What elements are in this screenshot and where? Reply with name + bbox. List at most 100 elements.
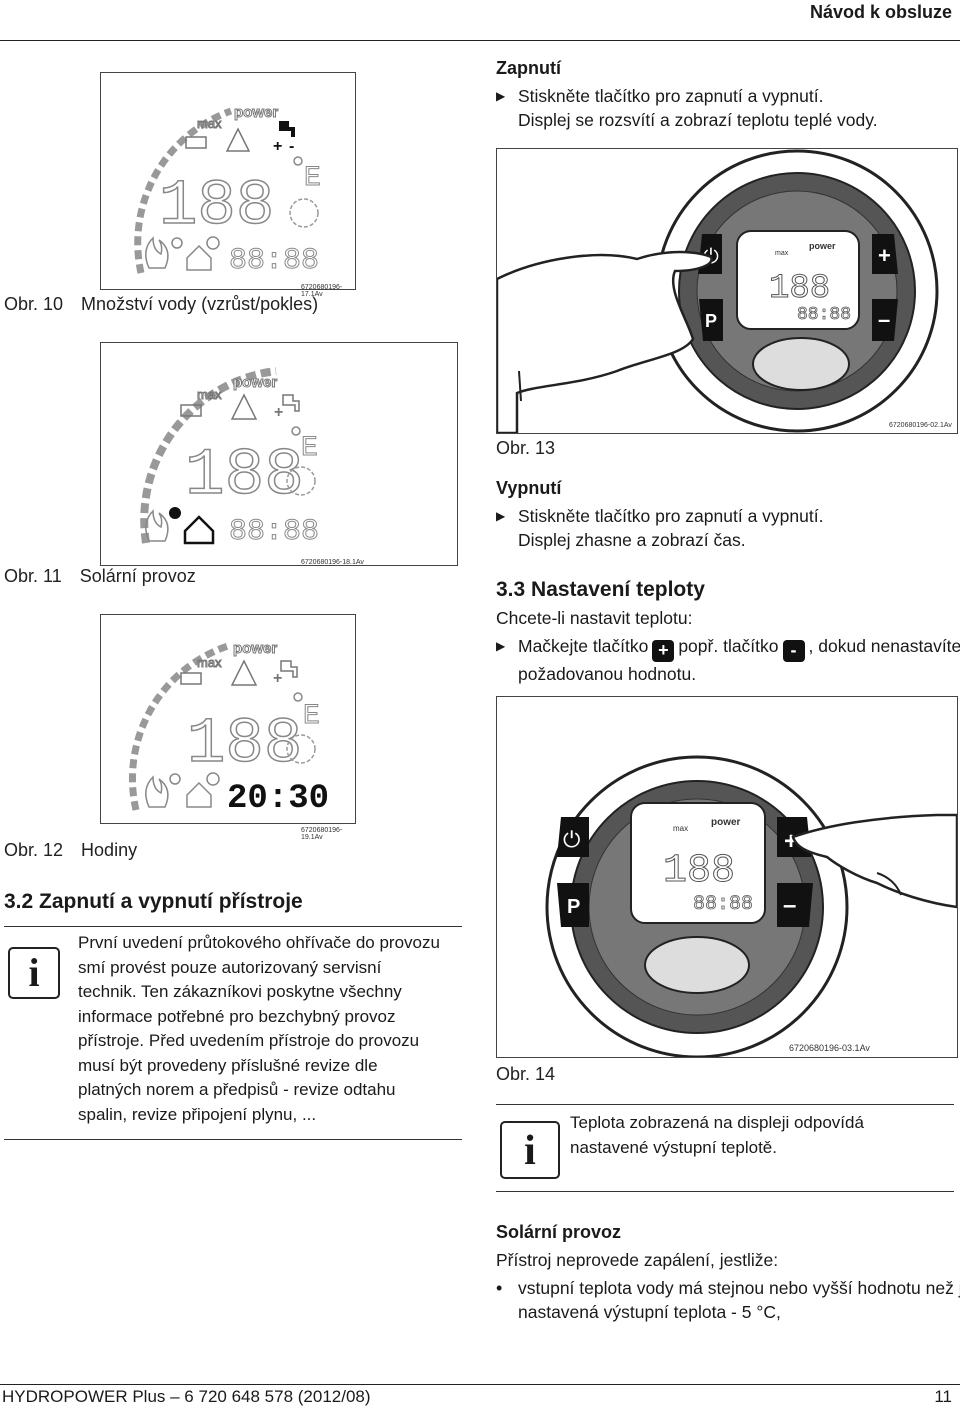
svg-text:188: 188: [769, 270, 830, 308]
svg-text:188: 188: [663, 849, 735, 894]
tap-icon: [282, 394, 300, 412]
step-text: Stiskněte tlačítko pro zapnutí a vypnutí…: [518, 86, 824, 106]
step-text: Mačkejte tlačítko+popř. tlačítko-, dokud…: [518, 636, 960, 662]
minus-key-icon: -: [782, 640, 805, 662]
solar-intro: Přístroj neprovede zapálení, jestliže:: [496, 1250, 779, 1270]
section-3-3-step: ▶ Mačkejte tlačítko+popř. tlačítko-, dok…: [496, 634, 960, 686]
lcd-main-digits: 188: [159, 171, 274, 243]
footer-document-id: HYDROPOWER Plus – 6 720 648 578 (2012/08…: [2, 1387, 371, 1406]
fan-icon: [289, 198, 319, 228]
minus-button[interactable]: [777, 883, 813, 927]
figure-label: Obr. 13: [496, 438, 556, 458]
svg-text:-: -: [289, 138, 294, 155]
step-text: Stiskněte tlačítko pro zapnutí a vypnutí…: [518, 506, 824, 526]
tap-icon: [279, 121, 295, 137]
svg-text:–: –: [783, 892, 796, 919]
lcd-plus-sign: +: [273, 138, 282, 155]
step-text-continued: požadovanou hodnotu.: [518, 664, 697, 684]
vypnuti-heading: Vypnutí: [496, 478, 562, 498]
svg-text:power: power: [809, 241, 836, 251]
arrow-bullet-icon: ▶: [496, 509, 506, 523]
lcd-figure-11: power max + 188 E 88:88 6720680196-18.1A…: [100, 342, 458, 566]
info-icon: i: [500, 1121, 560, 1179]
figure-label: Obr. 14: [496, 1064, 556, 1084]
info-box-3-2: i První uvedení průtokového ohřívače do …: [4, 926, 462, 1140]
figure-label: Obr. 10: [4, 294, 64, 314]
lcd-clock-digits: 88:88: [229, 515, 319, 549]
svg-text:max: max: [775, 250, 789, 257]
zapnuti-heading: Zapnutí: [496, 58, 561, 78]
document-header-title: Návod k obsluze: [809, 2, 952, 22]
info-line: informace potřebné pro bezchybný provoz: [78, 1006, 396, 1026]
svg-text:88:88: 88:88: [693, 893, 753, 916]
power-button[interactable]: [557, 817, 589, 857]
info-icon: i: [8, 947, 60, 999]
p-button[interactable]: [699, 299, 723, 341]
lcd-unit: E: [301, 433, 318, 464]
vypnuti-step: ▶ Stiskněte tlačítko pro zapnutí a vypnu…: [496, 504, 958, 552]
figure-code: 6720680196-19.1Av: [301, 827, 343, 841]
house-icon-active: [183, 515, 215, 545]
lcd-power-label: power: [233, 640, 277, 657]
condition-text: vstupní teplota vody má stejnou nebo vyš…: [518, 1278, 960, 1298]
flame-icon: [145, 775, 169, 808]
device-plus-press-illustration: power max 188 88:88 ⏻ P + –: [545, 755, 959, 1059]
clock-icon: [206, 772, 220, 786]
lcd-display-clock: power max + 188 E 20:30: [128, 640, 329, 818]
info-line: smí provést pouze autorizovaný servisní: [78, 957, 382, 977]
lcd-display-flow-icon: power max + - 188 E 88:88: [134, 104, 321, 279]
lcd-screen: [736, 230, 860, 330]
footer-page-number: 11: [934, 1387, 952, 1406]
svg-text:max: max: [673, 824, 688, 833]
figure-14-caption: Obr. 14: [496, 1064, 555, 1085]
house-icon: [186, 244, 212, 271]
section-3-3-intro: Chcete-li nastavit teplotu:: [496, 608, 693, 628]
info-box-3-3: i Teplota zobrazená na displeji odpovídá…: [496, 1104, 954, 1192]
info-line: platných norem a předpisů - revize odtah…: [78, 1080, 396, 1099]
figure-10-caption: Obr. 10 Množství vody (vzrůst/pokles): [4, 294, 318, 315]
info-line: musí být provedeny příslušné revize dle: [78, 1055, 378, 1075]
lcd-max-label: max: [197, 387, 222, 402]
fan-icon: [286, 466, 316, 496]
info-line: technik. Ten zákazníkovi poskytne všechn…: [78, 982, 402, 1001]
svg-text:⏻: ⏻: [563, 828, 580, 853]
section-3-3-heading: 3.3 Nastavení teploty: [496, 578, 705, 601]
house-icon: [186, 781, 212, 808]
info-line: První uvedení průtokového ohřívače do pr…: [78, 933, 440, 952]
arrow-bullet-icon: ▶: [496, 639, 506, 653]
svg-text:+: +: [273, 670, 282, 687]
footer-rule: [0, 1384, 960, 1385]
section-3-2-heading: 3.2 Zapnutí a vypnutí přístroje: [4, 890, 303, 913]
main-knob[interactable]: [752, 337, 850, 391]
main-knob[interactable]: [644, 936, 750, 994]
figure-code: 6720680196-17.1Av: [301, 284, 343, 298]
info-line: nastavené výstupní teplotě.: [570, 1137, 777, 1157]
warning-icon: [230, 659, 258, 686]
header-rule: [0, 40, 960, 41]
lcd-figure-10: power max + - 188 E 88:88 6720680196-17.…: [100, 72, 356, 298]
lcd-power-label: power: [233, 374, 277, 391]
fan-icon: [286, 734, 316, 764]
lcd-max-label: max: [197, 655, 222, 670]
figure-caption-text: Hodiny: [81, 840, 138, 860]
clock-icon: [206, 236, 220, 250]
flame-icon: [145, 236, 169, 269]
lcd-clock-time: 20:30: [227, 780, 329, 818]
sun-icon: [171, 237, 183, 249]
plus-button[interactable]: [872, 234, 898, 274]
p-button[interactable]: [557, 883, 589, 927]
info-line: spalin, revize připojení plynu, ...: [78, 1104, 317, 1124]
lcd-main-digits: 188: [187, 709, 302, 781]
figure-code: 6720680196-18.1Av: [301, 559, 364, 566]
svg-text:power: power: [711, 817, 741, 828]
svg-text:–: –: [878, 307, 890, 332]
figure-caption-text: Množství vody (vzrůst/pokles): [81, 294, 319, 314]
svg-text:+: +: [784, 828, 798, 855]
condition-text-continued: nastavená výstupní teplota - 5 °C,: [518, 1302, 781, 1322]
plus-key-icon: +: [652, 640, 675, 662]
flame-icon: [145, 509, 169, 542]
minus-button[interactable]: [872, 299, 898, 341]
lcd-clock-digits: 88:88: [229, 244, 319, 278]
